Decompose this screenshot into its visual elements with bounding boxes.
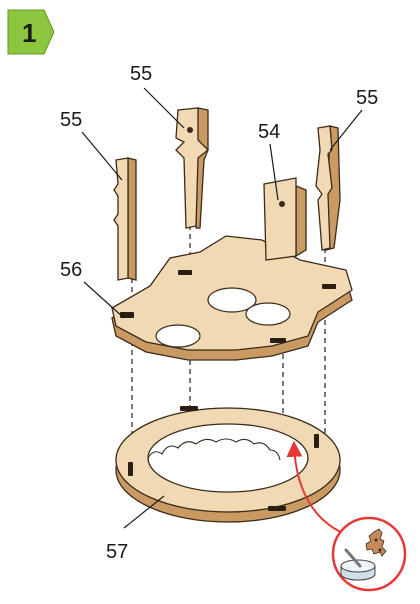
step-number: 1 (22, 18, 36, 48)
label-part-55-center: 55 (130, 63, 152, 85)
pin-part-55-left (114, 158, 136, 280)
label-part-56: 56 (60, 259, 82, 281)
label-part-54: 54 (258, 121, 280, 143)
label-part-55-right: 55 (356, 87, 378, 109)
pin-part-55-center (176, 108, 208, 228)
block-part-54 (264, 178, 306, 260)
glue-icon (333, 518, 405, 590)
ring-part-57 (116, 406, 340, 522)
label-part-55-left: 55 (60, 109, 82, 131)
plate-part-56 (112, 236, 352, 360)
step-badge: 1 (8, 10, 54, 54)
pin-part-55-right (316, 126, 340, 250)
label-part-57: 57 (106, 541, 128, 563)
